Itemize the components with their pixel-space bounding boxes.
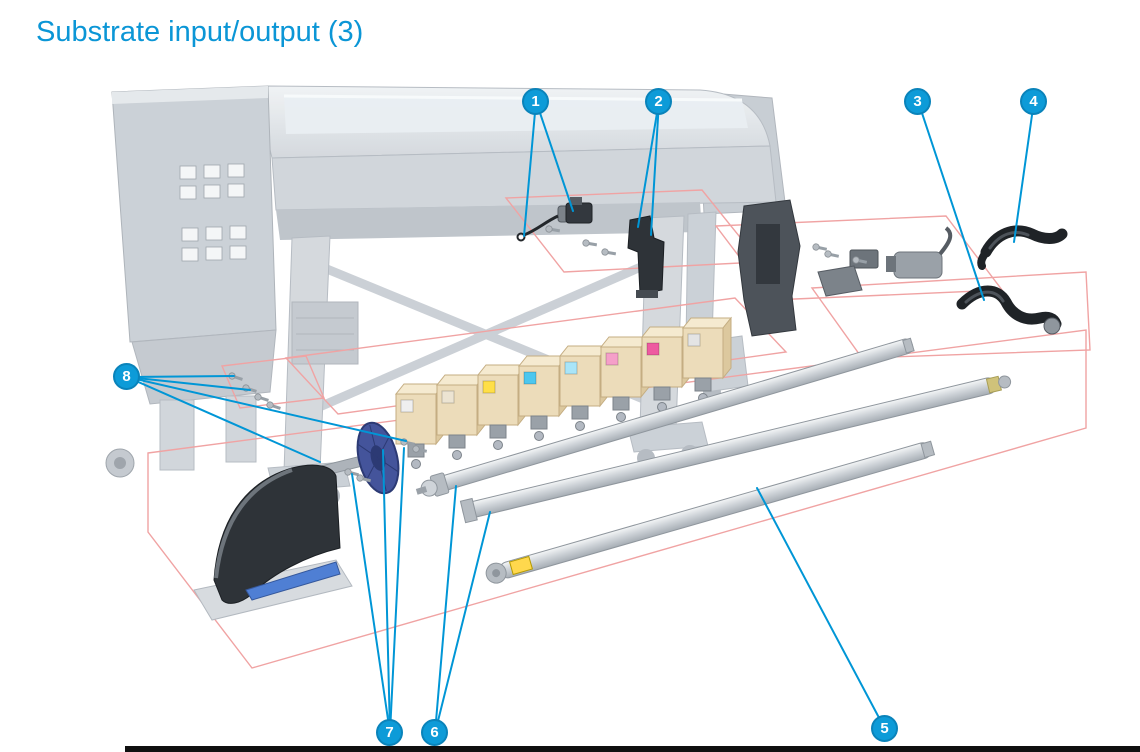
- pivot-bracket-assembly: [737, 199, 953, 337]
- callout-4: 4: [1020, 88, 1047, 115]
- callout-5: 5: [871, 715, 898, 742]
- sensor-assembly: [516, 197, 593, 242]
- media-guide-hook-lower: [956, 285, 1062, 335]
- callout-6: 6: [421, 719, 448, 746]
- page-title: Substrate input/output (3): [36, 16, 364, 48]
- callout-8: 8: [113, 363, 140, 390]
- spindle-roller-middle: [459, 375, 1012, 524]
- spindle-roller-upper: [415, 337, 915, 497]
- callout-leader-lines: [126, 100, 1035, 734]
- media-guide-hook-upper: [977, 225, 1068, 270]
- media-input-ramp: [193, 464, 353, 621]
- part-group-outlines: [147, 189, 1091, 669]
- spindle-roller-lower: [485, 440, 936, 584]
- callout-7: 7: [376, 719, 403, 746]
- page-edge-bar: [125, 746, 1140, 752]
- ink-cartridges: [394, 316, 733, 469]
- callout-3: 3: [904, 88, 931, 115]
- printer-ghost: [105, 85, 787, 510]
- callout-1: 1: [522, 88, 549, 115]
- callout-2: 2: [645, 88, 672, 115]
